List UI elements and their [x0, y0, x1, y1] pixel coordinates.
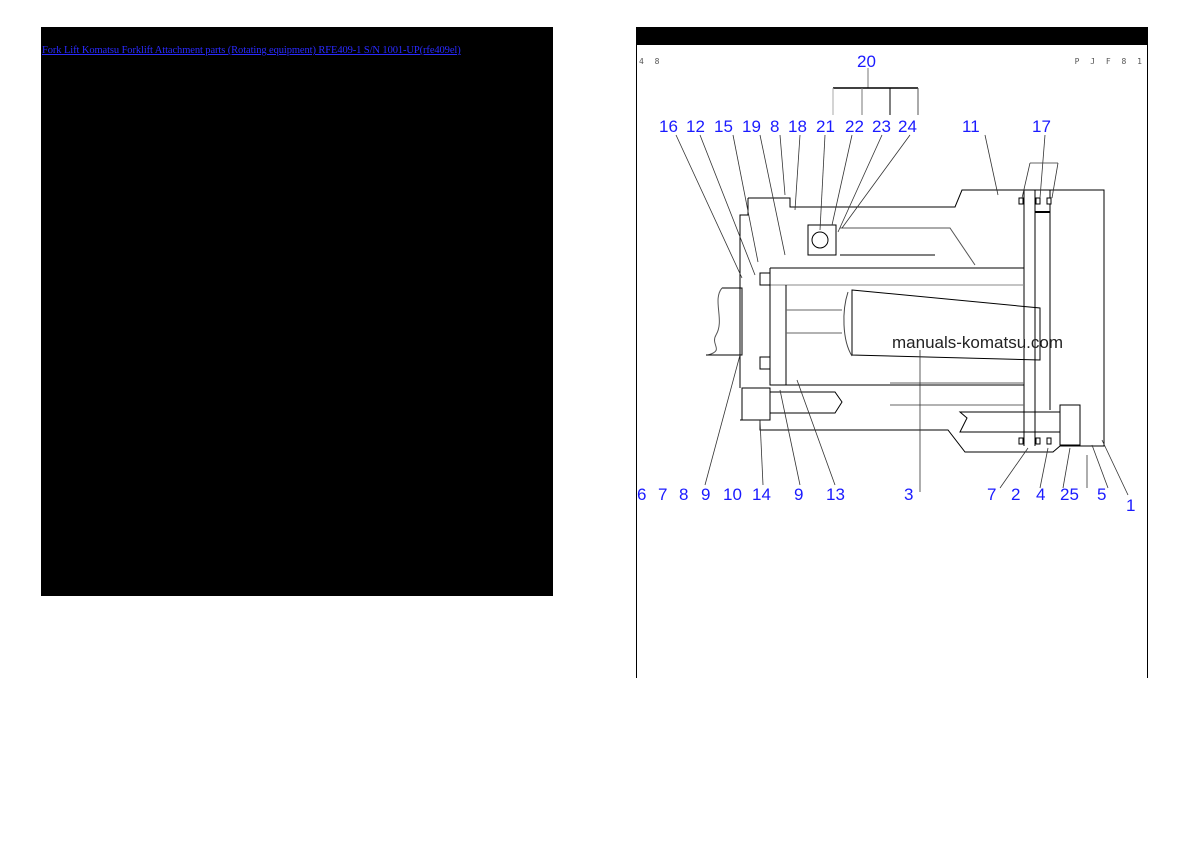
- callout-14: 14: [752, 485, 771, 504]
- parts-diagram-frame: 4 8 P J F 8 1: [636, 27, 1148, 678]
- callout-22: 22: [845, 117, 864, 136]
- callout-8-bottom: 8: [679, 485, 688, 504]
- callout-24: 24: [898, 117, 917, 136]
- callout-9-second: 9: [794, 485, 803, 504]
- top-callouts: 20 16 12 15 19 8 18 21 22 23 24 11 17: [659, 52, 1051, 136]
- callout-18: 18: [788, 117, 807, 136]
- callout-11: 11: [962, 117, 980, 136]
- callout-10: 10: [723, 485, 742, 504]
- callout-5: 5: [1097, 485, 1106, 504]
- callout-1: 1: [1126, 496, 1135, 515]
- callout-2: 2: [1011, 485, 1020, 504]
- callout-7-second: 7: [987, 485, 996, 504]
- callout-3: 3: [904, 485, 913, 504]
- bottom-callouts: 6 7 8 9 10 14 9 13 3 7 2 4 25 5 1: [637, 485, 1135, 515]
- callout-4: 4: [1036, 485, 1045, 504]
- callout-21: 21: [816, 117, 835, 136]
- callout-13: 13: [826, 485, 845, 504]
- diagram-header-bar: [637, 27, 1147, 45]
- callout-15: 15: [714, 117, 733, 136]
- callout-6: 6: [637, 485, 646, 504]
- diagram-corner-left: 4 8: [639, 57, 663, 66]
- left-panel: Fork Lift Komatsu Forklift Attachment pa…: [41, 27, 553, 596]
- callout-23: 23: [872, 117, 891, 136]
- callout-16: 16: [659, 117, 678, 136]
- callout-7: 7: [658, 485, 667, 504]
- parts-page-link[interactable]: Fork Lift Komatsu Forklift Attachment pa…: [42, 45, 461, 56]
- callout-17: 17: [1032, 117, 1051, 136]
- callout-12: 12: [686, 117, 705, 136]
- callout-8: 8: [770, 117, 779, 136]
- callout-25: 25: [1060, 485, 1079, 504]
- callout-19: 19: [742, 117, 761, 136]
- callout-9: 9: [701, 485, 710, 504]
- callout-20: 20: [857, 52, 876, 71]
- watermark: manuals-komatsu.com: [892, 333, 1063, 352]
- diagram-corner-right: P J F 8 1: [1074, 57, 1145, 66]
